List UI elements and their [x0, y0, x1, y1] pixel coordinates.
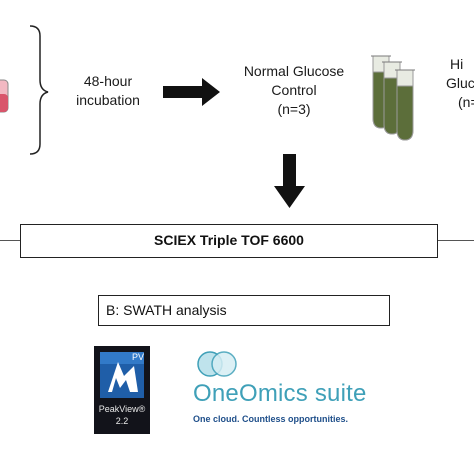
- analysis-box: B: SWATH analysis: [98, 295, 390, 326]
- instrument-box: SCIEX Triple TOF 6600: [20, 224, 438, 258]
- oneomics-tagline: One cloud. Countless opportunities.: [193, 414, 349, 424]
- right-connector-line: [438, 240, 474, 241]
- high-glucose-label: Hi Gluc (n=: [446, 55, 474, 112]
- normal-glucose-line2: Control: [271, 82, 317, 98]
- left-connector-line: [0, 240, 20, 241]
- high-glucose-line3: (n=: [458, 94, 474, 110]
- peakview-version: 2.2: [115, 416, 129, 426]
- peakview-badge: PV: [132, 352, 145, 362]
- normal-glucose-line3: (n=3): [277, 101, 311, 117]
- instrument-label: SCIEX Triple TOF 6600: [154, 232, 304, 248]
- normal-glucose-line1: Normal Glucose: [243, 63, 345, 79]
- incubation-label-line1: 48-hour: [83, 73, 133, 89]
- high-glucose-line1: Hi: [450, 56, 464, 72]
- incubation-label-line2: incubation: [76, 92, 140, 108]
- peakview-icon: [100, 352, 144, 398]
- analysis-label: B: SWATH analysis: [106, 302, 227, 318]
- peakview-name: PeakView®: [98, 404, 146, 414]
- peakview-logo: PV PeakView® 2.2: [94, 346, 150, 434]
- oneomics-name: OneOmics suite: [193, 380, 367, 407]
- normal-glucose-label: Normal Glucose Control (n=3): [230, 62, 358, 119]
- high-glucose-line2: Gluc: [446, 75, 474, 91]
- incubation-label: 48-hour incubation: [58, 72, 158, 110]
